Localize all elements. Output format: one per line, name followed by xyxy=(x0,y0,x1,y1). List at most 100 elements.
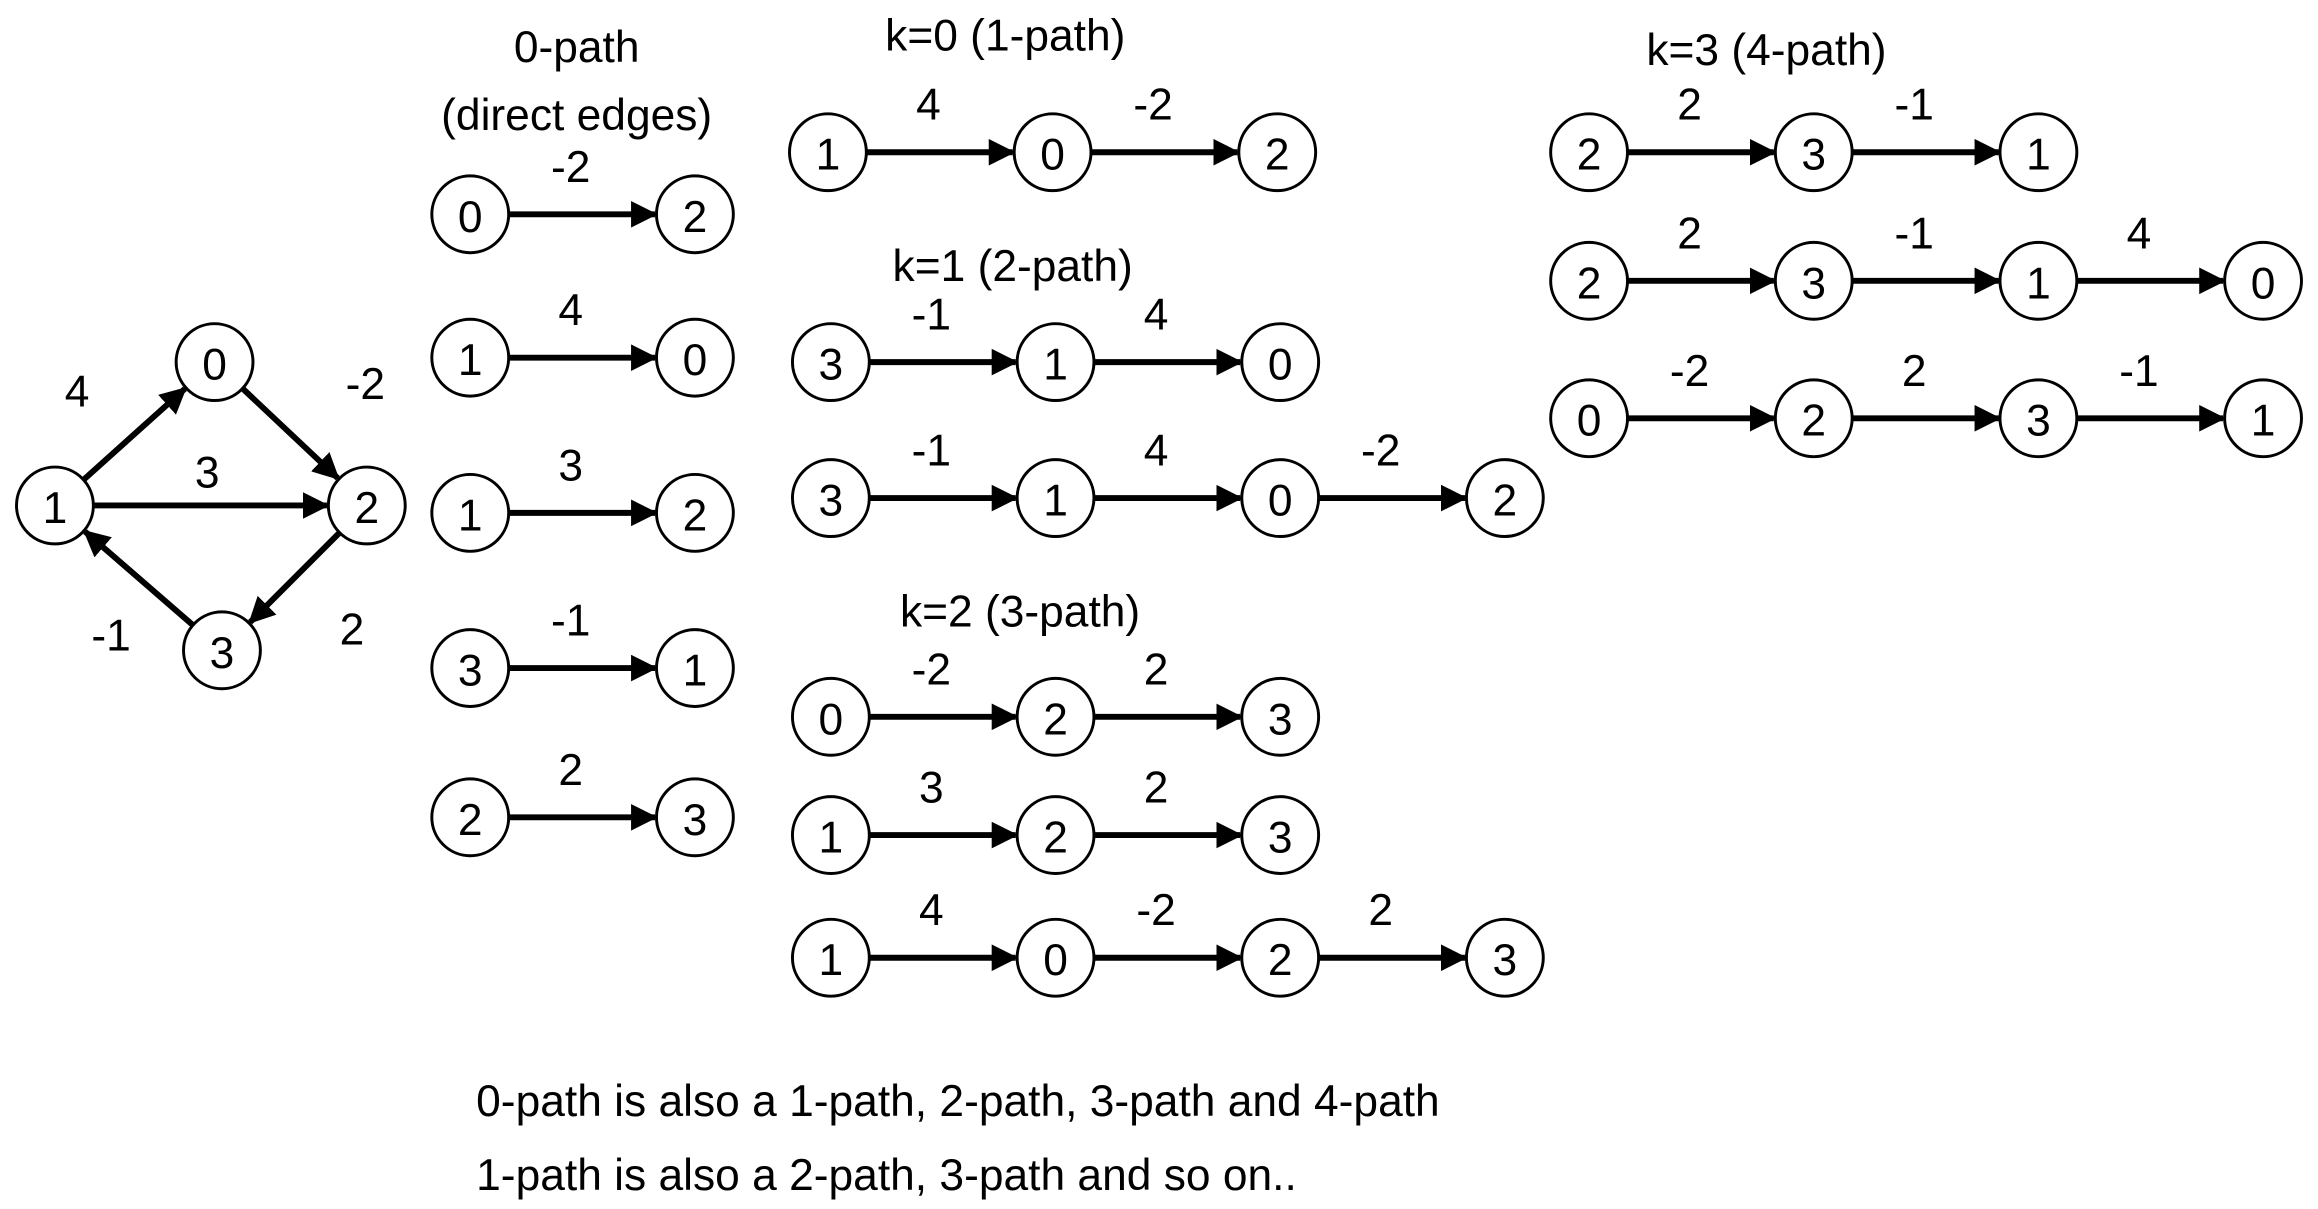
edge-weight: -1 xyxy=(2119,347,2158,396)
edge-arrow: 4 xyxy=(508,286,658,371)
edge-arrow: -1 xyxy=(1852,81,2002,166)
edge-arrow: 4 xyxy=(2076,209,2226,295)
edge-weight: 2 xyxy=(1368,886,1393,935)
node-label: 1 xyxy=(2026,131,2051,180)
node-circle xyxy=(430,628,511,708)
node-2: 2 xyxy=(1773,378,1854,459)
node-label: 0 xyxy=(1577,397,1602,446)
node-2: 2 xyxy=(1549,112,1630,193)
node-circle xyxy=(2223,378,2303,459)
edge-weight: 2 xyxy=(340,605,365,654)
node-3: 3 xyxy=(430,628,511,708)
path-row: -2 0 2 xyxy=(430,143,735,255)
node-label: 1 xyxy=(683,647,708,696)
edge-weight: 4 xyxy=(1144,291,1169,340)
node-0: 0 xyxy=(790,676,871,757)
footer-line-2: 1-path is also a 2-path, 3-path and so o… xyxy=(476,1151,1297,1200)
node-circle xyxy=(15,465,95,546)
edge-weight: 2 xyxy=(1144,645,1169,694)
node-1: 1 xyxy=(790,917,871,998)
node-3: 3 xyxy=(1773,112,1854,193)
node-circle xyxy=(1015,322,1096,403)
node-label: 2 xyxy=(683,193,708,242)
node-circle xyxy=(790,458,871,538)
node-label: 2 xyxy=(1493,477,1518,526)
edge-arrow: 4 xyxy=(866,81,1016,166)
edge-weight: -2 xyxy=(1361,427,1400,476)
node-circle xyxy=(1015,795,1096,875)
node-3: 3 xyxy=(1998,378,2079,459)
group-title: k=3 (4-path) xyxy=(1646,26,1886,75)
edge-weight: -1 xyxy=(1895,81,1934,130)
node-0: 0 xyxy=(174,322,255,403)
edge-weight: 2 xyxy=(1144,764,1169,813)
node-label: 1 xyxy=(43,484,68,533)
node-circle xyxy=(790,676,871,757)
node-0: 0 xyxy=(655,317,735,398)
node-circle xyxy=(1012,112,1093,193)
node-0: 0 xyxy=(1240,458,1321,538)
node-circle xyxy=(655,777,735,858)
node-circle xyxy=(1237,112,1318,193)
edge-arrow: 2 xyxy=(1627,209,1777,295)
node-label: 1 xyxy=(816,131,841,180)
node-label: 2 xyxy=(458,796,483,845)
node-label: 3 xyxy=(1801,259,1826,308)
edge-arrow: -1 xyxy=(83,529,195,660)
node-2: 2 xyxy=(1015,676,1096,757)
node-label: 1 xyxy=(2026,259,2051,308)
edge-arrow: -1 xyxy=(2076,347,2226,432)
node-3: 3 xyxy=(1464,917,1545,998)
node-label: 2 xyxy=(1801,397,1826,446)
node-label: 0 xyxy=(1268,477,1293,526)
edge-weight: -2 xyxy=(346,360,385,409)
node-label: 1 xyxy=(458,491,483,540)
node-3: 3 xyxy=(790,322,871,403)
edge-arrow: 2 xyxy=(1852,347,2002,432)
node-circle xyxy=(790,795,871,875)
node-label: 2 xyxy=(683,491,708,540)
node-circle xyxy=(1240,458,1321,538)
node-circle xyxy=(182,610,262,691)
edge-arrow: 2 xyxy=(1093,645,1243,731)
path-row: 41 0 xyxy=(430,286,735,398)
edge-line xyxy=(248,530,342,625)
node-1: 1 xyxy=(430,317,511,398)
node-1: 1 xyxy=(1015,322,1096,403)
edge-weight: 4 xyxy=(558,286,583,335)
node-0: 0 xyxy=(1240,322,1321,403)
edge-weight: -2 xyxy=(551,143,590,192)
node-label: 3 xyxy=(2026,397,2051,446)
group-title: k=1 (2-path) xyxy=(893,242,1133,291)
node-circle xyxy=(1773,240,1854,321)
node-label: 3 xyxy=(683,796,708,845)
edge-weight: -1 xyxy=(91,611,130,660)
edge-arrow: -2 xyxy=(240,360,385,481)
node-circle xyxy=(1998,112,2079,193)
node-0: 0 xyxy=(430,174,511,255)
node-label: 3 xyxy=(1268,695,1293,744)
node-circle xyxy=(430,777,511,858)
edge-arrow: 2 xyxy=(248,530,365,654)
node-label: 2 xyxy=(1265,131,1290,180)
footer-line-1: 0-path is also a 1-path, 2-path, 3-path … xyxy=(476,1077,1440,1126)
node-2: 2 xyxy=(1015,795,1096,875)
node-label: 3 xyxy=(819,477,844,526)
edge-weight: 2 xyxy=(1902,347,1927,396)
node-circle xyxy=(790,322,871,403)
node-2: 2 xyxy=(1237,112,1318,193)
edge-weight: 4 xyxy=(65,367,90,416)
edge-weight: -2 xyxy=(1670,347,1709,396)
node-circle xyxy=(1773,378,1854,459)
node-1: 1 xyxy=(1998,112,2079,193)
edge-weight: 4 xyxy=(1144,427,1169,476)
node-label: 0 xyxy=(202,341,227,390)
edge-weight: -2 xyxy=(1136,886,1175,935)
